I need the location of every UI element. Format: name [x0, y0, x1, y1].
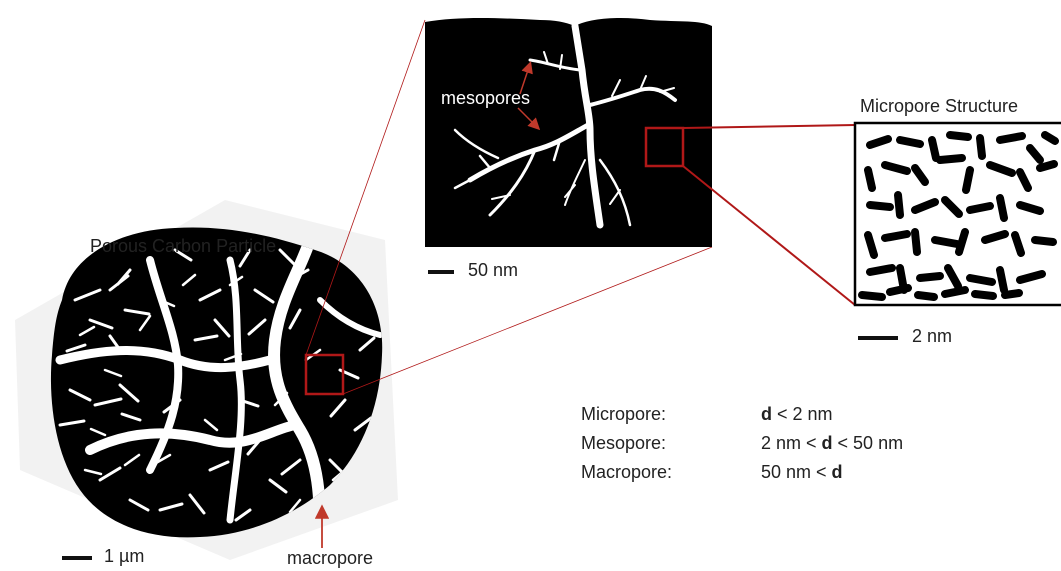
mesopore-scale-bar — [428, 270, 454, 274]
legend-name-micropore: Micropore: — [581, 404, 666, 425]
mesopore-panel — [425, 18, 712, 247]
particle-title: Porous Carbon Particle — [90, 236, 276, 257]
legend-def-post: < 50 nm — [833, 433, 904, 453]
legend-name-macropore: Macropore: — [581, 462, 672, 483]
micropore-scale-label: 2 nm — [912, 326, 952, 347]
legend-def-mesopore: 2 nm < d < 50 nm — [761, 433, 903, 454]
mesopores-label: mesopores — [441, 88, 530, 109]
micropore-title: Micropore Structure — [860, 96, 1018, 117]
mesopore-scale-label: 50 nm — [468, 260, 518, 281]
macropore-label: macropore — [287, 548, 373, 569]
legend-def-pre: 50 nm < — [761, 462, 832, 482]
legend-def-macropore: 50 nm < d — [761, 462, 843, 483]
legend-name-mesopore: Mesopore: — [581, 433, 666, 454]
micropore-panel — [855, 123, 1061, 305]
legend-def-symbol: d — [761, 404, 772, 424]
legend-def-symbol: d — [822, 433, 833, 453]
legend-def-pre: 2 nm < — [761, 433, 822, 453]
connector-line-right — [343, 247, 712, 394]
legend-def-post: < 2 nm — [772, 404, 833, 424]
legend-def-symbol: d — [832, 462, 843, 482]
particle-scale-bar — [62, 556, 92, 560]
legend-def-micropore: d < 2 nm — [761, 404, 833, 425]
particle-scale-label: 1 µm — [104, 546, 144, 567]
micropore-scale-bar — [858, 336, 898, 340]
